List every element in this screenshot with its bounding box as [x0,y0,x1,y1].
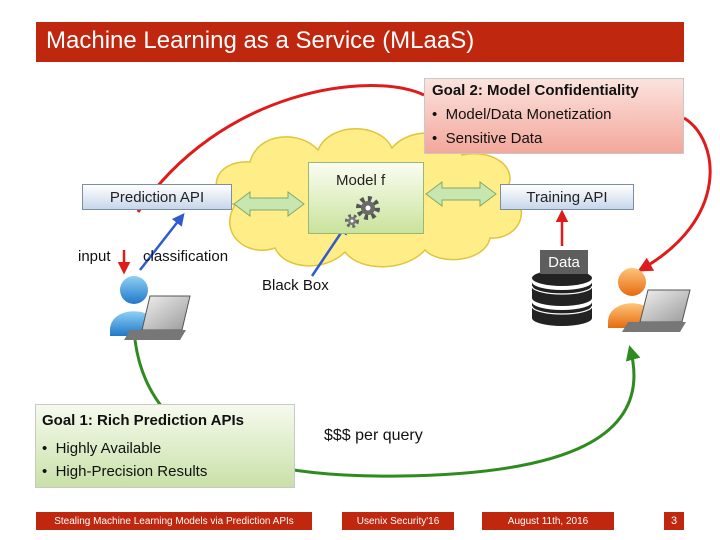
training-api-arrow [425,181,497,207]
user-laptop-icon-owner [608,268,691,332]
goal1-title: Goal 1: Rich Prediction APIs [42,412,244,429]
classification-label: classification [143,248,229,265]
classification-arrow [139,213,185,271]
page-number: 3 [664,512,684,530]
gear-icon [345,196,380,228]
model-label: Model f [336,172,386,189]
payment-label: $$$ per query [324,427,423,444]
goal2-bullet: • Model/Data Monetization [432,106,612,123]
goal2-arc-left [136,84,425,213]
training-api-label: Training API [500,184,634,210]
prediction-api-arrow [233,191,305,217]
goal1-box [35,404,295,488]
model-box [308,162,424,234]
slide-title: Machine Learning as a Service (MLaaS) [46,27,475,54]
database-icon [531,270,593,326]
black-box-label: Black Box [262,277,329,294]
input-label: input [78,248,111,265]
title-bar [36,22,684,62]
data-label: Data [540,250,588,274]
goal2-box [424,78,684,154]
goal2-arc-right [637,116,712,272]
footer-date: August 11th, 2016 [482,512,614,530]
footer-venue: Usenix Security'16 [342,512,454,530]
prediction-api-label: Prediction API [82,184,232,210]
goal2-title: Goal 2: Model Confidentiality [432,82,639,99]
goal2-bullet: • Sensitive Data [432,130,543,147]
footer-title: Stealing Machine Learning Models via Pre… [36,512,312,530]
goal1-bullet: • Highly Available [42,440,162,457]
goal1-bullet: • High-Precision Results [42,463,208,480]
user-laptop-icon-client [110,276,191,340]
